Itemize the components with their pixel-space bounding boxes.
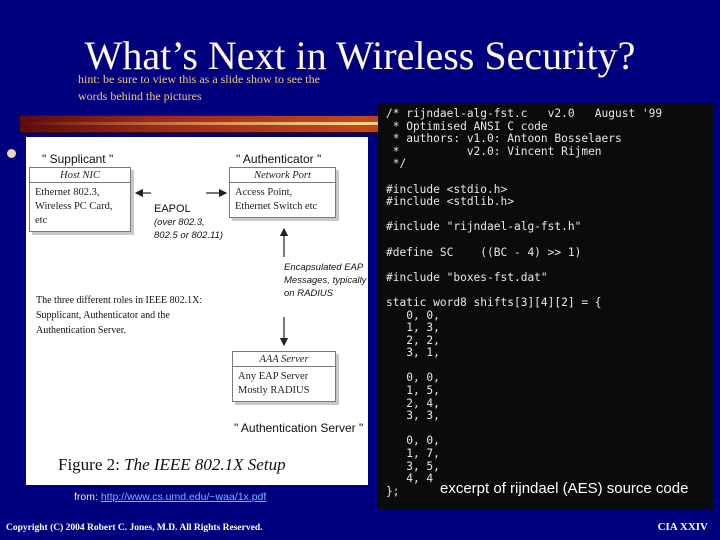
figure-caption: Figure 2: The IEEE 802.1X Setup	[58, 455, 286, 475]
encap-line1: Encapsulated EAP	[284, 262, 364, 273]
excerpt-caption: excerpt of rijndael (AES) source code	[440, 480, 689, 497]
eapol-line2: (over 802.3,	[154, 217, 205, 228]
network-port-title: Network Port	[230, 168, 335, 183]
figure-title: The IEEE 802.1X Setup	[124, 455, 286, 474]
source-link[interactable]: http://www.cs.umd.edu/~waa/1x.pdf	[100, 491, 267, 503]
aaa-server-line1: Any EAP Server	[238, 371, 309, 382]
aaa-server-line2: Mostly RADIUS	[238, 385, 310, 396]
roles-line2: Supplicant, Authenticator and the	[36, 310, 170, 321]
aaa-server-body: Any EAP Server Mostly RADIUS	[233, 367, 335, 401]
eapol-note: EAPOL (over 802.3, 802.5 or 802.11)	[154, 203, 223, 242]
host-nic-title: Host NIC	[30, 168, 130, 183]
bar-highlight	[20, 122, 700, 125]
aaa-server-title: AAA Server	[233, 352, 335, 367]
roles-description: The three different roles in IEEE 802.1X…	[36, 293, 202, 338]
slide-number: CIA XXIV	[657, 521, 708, 533]
host-nic-box: Host NIC Ethernet 802.3, Wireless PC Car…	[29, 167, 131, 232]
ieee-8021x-diagram: " Supplicant " " Authenticator " Host NI…	[26, 137, 368, 485]
roles-line1: The three different roles in IEEE 802.1X…	[36, 295, 203, 306]
diagram-arrows	[134, 188, 289, 347]
code-excerpt: /* rijndael-alg-fst.c v2.0 August '99 * …	[386, 107, 663, 498]
eapol-line3: 802.5 or 802.11)	[154, 230, 224, 241]
network-port-body: Access Point, Ethernet Switch etc	[230, 183, 335, 217]
figure-label: Figure 2:	[58, 455, 120, 474]
host-nic-body: Ethernet 802.3, Wireless PC Card, etc	[30, 183, 130, 231]
hint-text: hint: be sure to view this as a slide sh…	[78, 72, 320, 103]
encap-note: Encapsulated EAP Messages, typically on …	[284, 261, 366, 300]
copyright-text: Copyright (C) 2004 Robert C. Jones, M.D.…	[6, 523, 263, 533]
supplicant-label: " Supplicant "	[42, 152, 114, 166]
roles-line3: Authentication Server.	[36, 325, 126, 336]
slide-title: What’s Next in Wireless Security?	[84, 33, 636, 78]
eapol-line1: EAPOL	[154, 203, 191, 215]
aaa-server-box: AAA Server Any EAP Server Mostly RADIUS	[232, 351, 336, 402]
network-port-line2: Ethernet Switch etc	[235, 201, 318, 212]
encap-line3: on RADIUS	[284, 288, 334, 299]
network-port-box: Network Port Access Point, Ethernet Swit…	[229, 167, 336, 218]
bullet-dot	[7, 149, 16, 158]
source-prefix: from:	[74, 491, 101, 503]
host-nic-line1: Ethernet 802.3,	[35, 187, 100, 198]
source-line: from: http://www.cs.umd.edu/~waa/1x.pdf	[74, 491, 266, 503]
authenticator-label: " Authenticator "	[236, 152, 322, 166]
auth-server-label: " Authentication Server "	[234, 421, 364, 435]
encap-line2: Messages, typically	[284, 275, 367, 286]
host-nic-line2: Wireless PC Card, etc	[35, 201, 113, 226]
network-port-line1: Access Point,	[235, 187, 293, 198]
code-excerpt-panel: /* rijndael-alg-fst.c v2.0 August '99 * …	[378, 104, 713, 509]
